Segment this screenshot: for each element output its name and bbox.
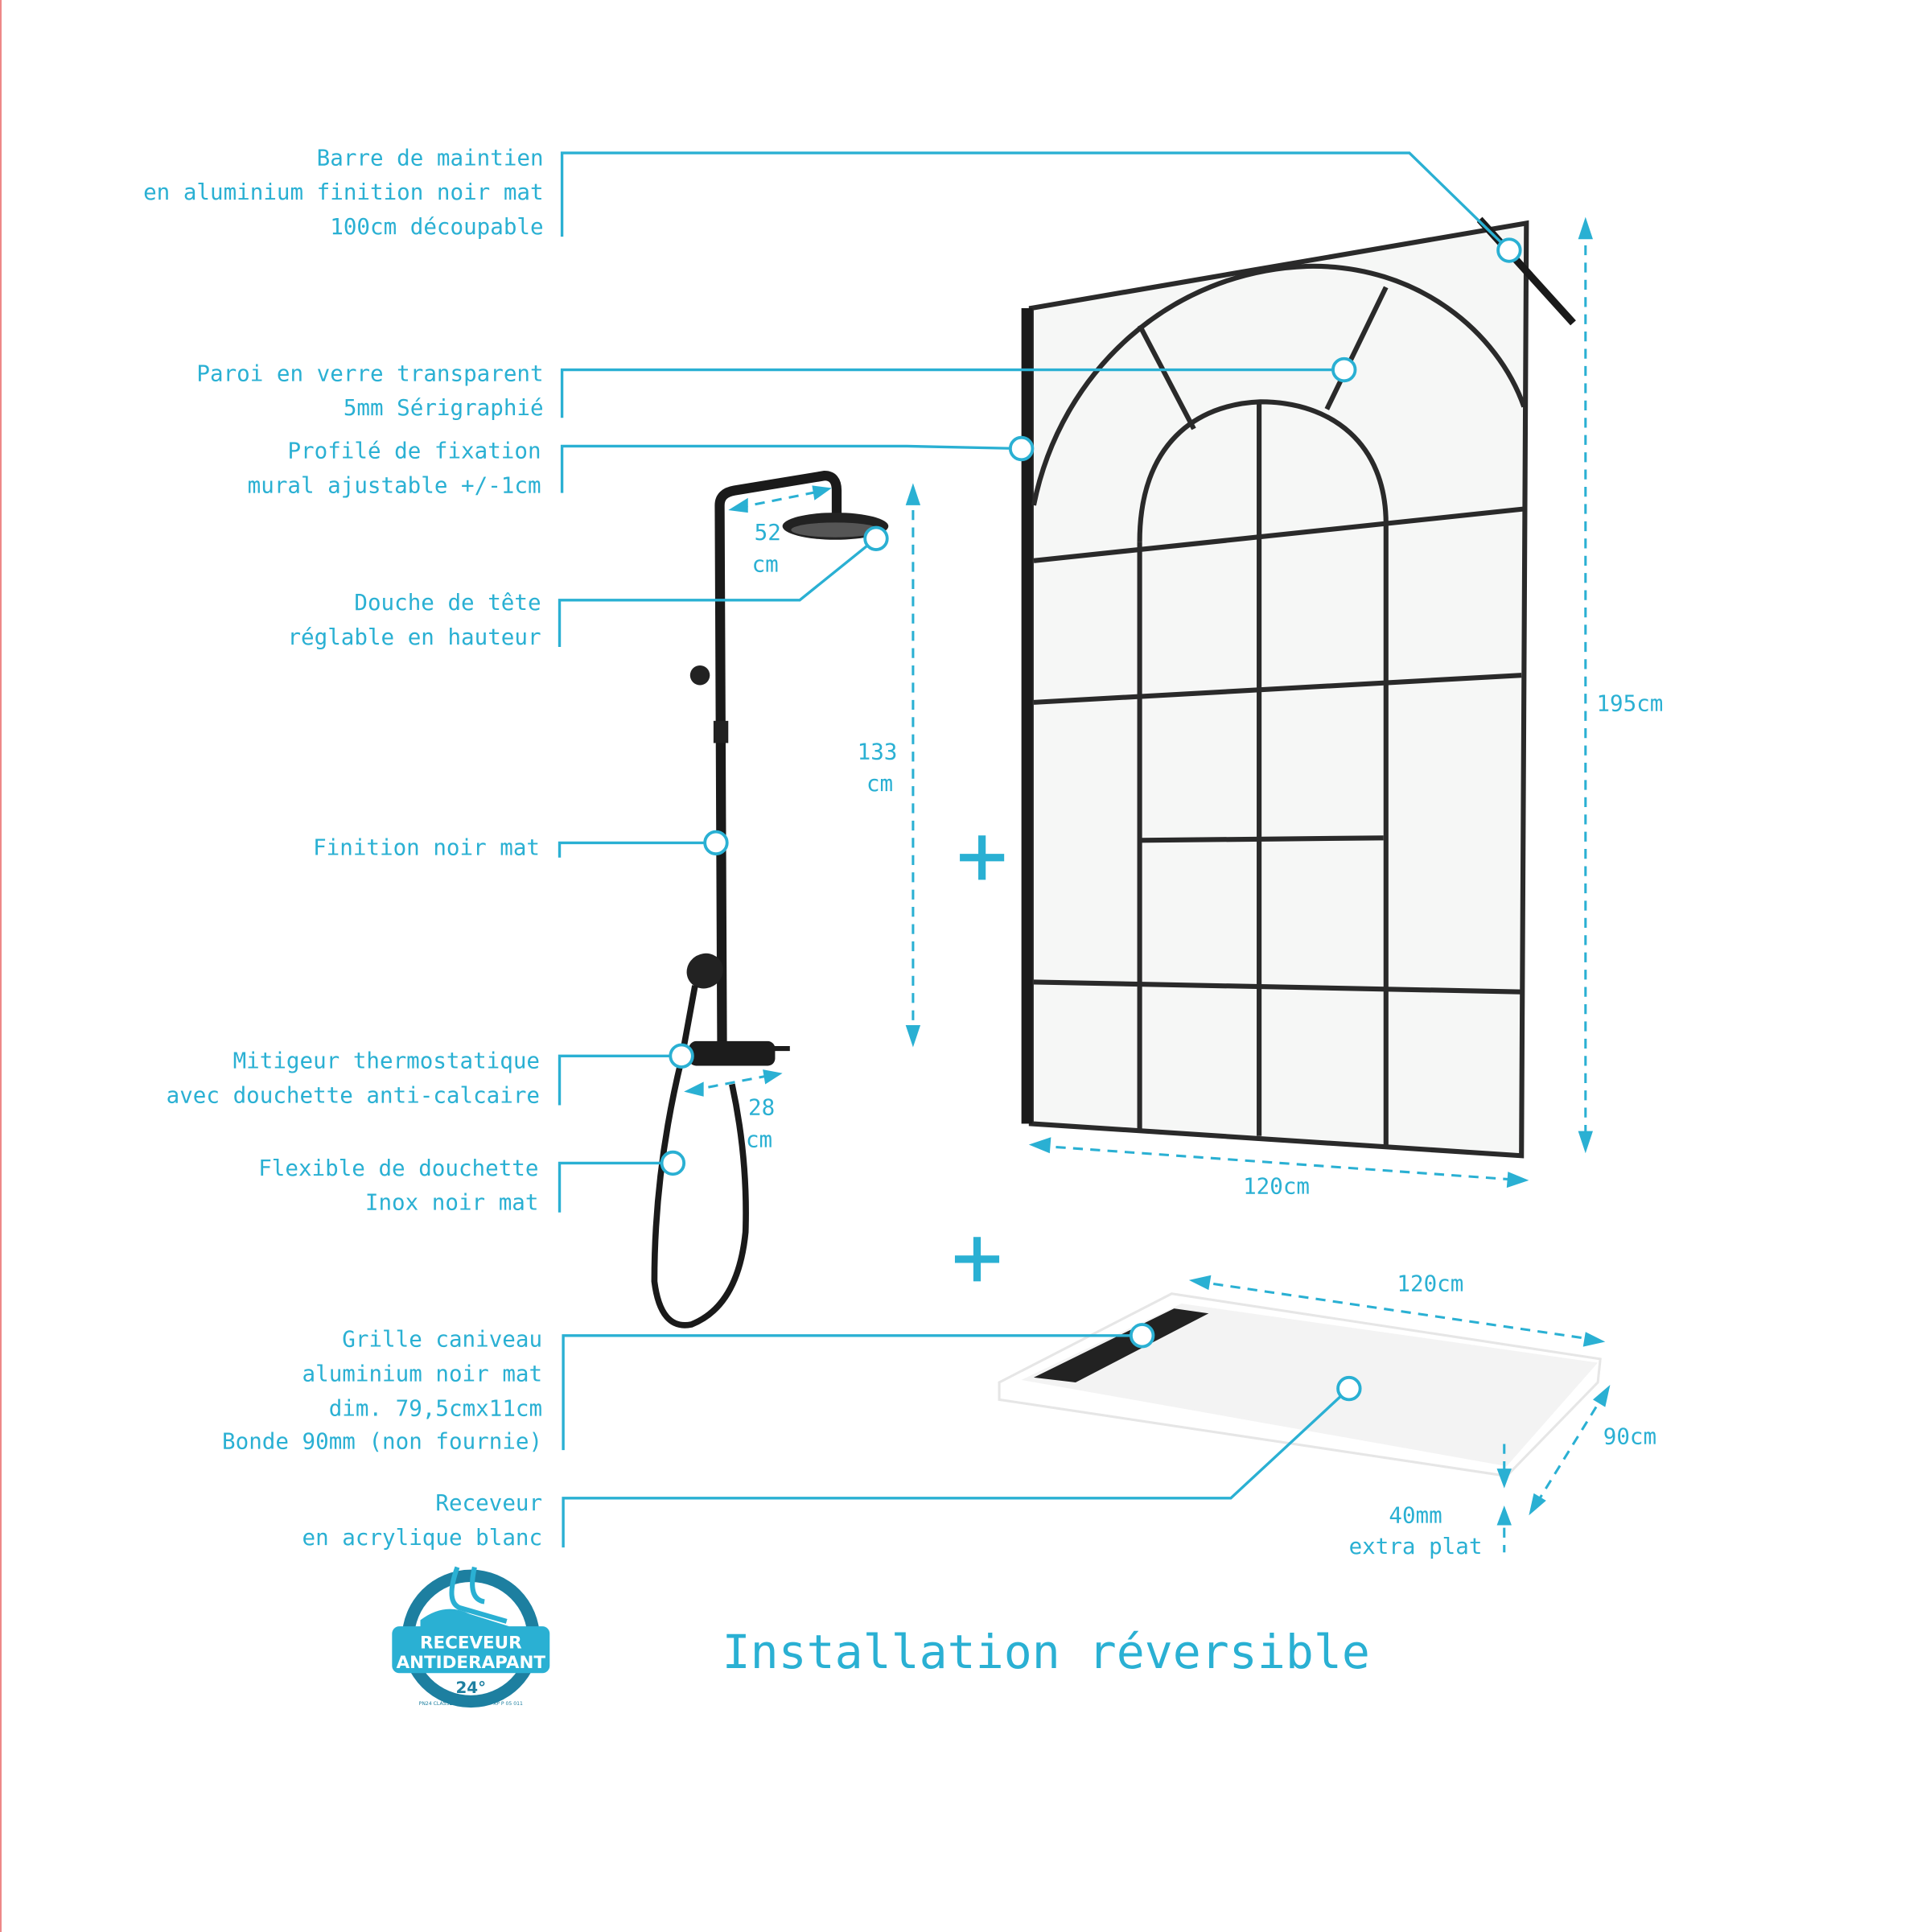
callout-barre: Barre de maintien en aluminium finition … [143,145,1522,263]
dim-tray-depth: 90cm [1603,1424,1656,1450]
svg-text:100cm découpable: 100cm découpable [330,214,543,240]
callout-grille: Grille caniveau aluminium noir mat dim. … [222,1323,1155,1455]
dim-panel-height: 195cm [1596,691,1663,717]
dimension-lines [684,216,1611,1553]
plus-icon [954,1237,1000,1282]
callout-receveur: Receveur en acrylique blanc [302,1375,1362,1551]
dim-tray-thickness: 40mm [1389,1502,1442,1528]
svg-text:aluminium noir mat: aluminium noir mat [302,1361,543,1386]
svg-text:Grille caniveau: Grille caniveau [342,1327,542,1353]
callout-flexible: Flexible de douchette Inox noir mat [258,1150,686,1216]
svg-text:Mitigeur thermostatique: Mitigeur thermostatique [233,1048,540,1074]
dim-tray-length: 120cm [1397,1271,1463,1297]
glass-panel [1021,216,1576,1159]
svg-text:en acrylique blanc: en acrylique blanc [302,1525,543,1551]
callout-paroi: Paroi en verre transparent 5mm Sérigraph… [196,356,1357,421]
svg-text:Paroi en verre transparent: Paroi en verre transparent [196,360,543,386]
svg-text:24°: 24° [455,1679,486,1697]
dim-mixer-unit: cm [746,1127,772,1153]
svg-text:RECEVEUR: RECEVEUR [420,1633,522,1654]
dim-mixer-value: 28 [748,1095,775,1121]
svg-text:réglable en hauteur: réglable en hauteur [287,624,541,650]
svg-text:Flexible de douchette: Flexible de douchette [258,1155,538,1181]
svg-text:PN24 CLASSE C - DIN 51097 - XP: PN24 CLASSE C - DIN 51097 - XP P 05 011 [419,1701,523,1707]
installation-title: Installation réversible [722,1625,1370,1679]
svg-text:dim. 79,5cmx11cm: dim. 79,5cmx11cm [329,1395,542,1421]
svg-text:5mm Sérigraphié: 5mm Sérigraphié [344,395,544,421]
shower-tray [998,1292,1602,1477]
svg-text:mural ajustable +/-1cm: mural ajustable +/-1cm [248,473,541,499]
dim-tray-thickness-note: extra plat [1349,1534,1483,1559]
svg-text:Profilé de fixation: Profilé de fixation [287,439,541,464]
dim-head-unit: cm [752,552,779,578]
antislip-badge: RECEVEUR ANTIDERAPANT 24° PN24 CLASSE C … [392,1566,550,1708]
svg-text:Inox noir mat: Inox noir mat [365,1190,539,1216]
svg-text:Bonde 90mm (non fournie): Bonde 90mm (non fournie) [222,1429,542,1455]
drain-grate [1033,1308,1209,1382]
svg-text:avec douchette anti-calcaire: avec douchette anti-calcaire [167,1082,540,1108]
dim-head-value: 52 [755,520,781,546]
plus-icon [960,835,1005,880]
svg-text:Douche de tête: Douche de tête [354,590,541,616]
shower-column [651,471,889,1329]
svg-text:ANTIDERAPANT: ANTIDERAPANT [397,1653,546,1673]
svg-text:en aluminium finition noir mat: en aluminium finition noir mat [143,179,544,205]
callout-douche: Douche de tête réglable en hauteur [287,525,889,650]
callout-finition: Finition noir mat [313,830,729,861]
callout-mitigeur: Mitigeur thermostatique avec douchette a… [167,1043,694,1108]
wall-profile [1021,307,1033,1124]
svg-text:Receveur: Receveur [435,1490,542,1516]
dim-column-value: 133 [858,739,898,764]
svg-text:Finition noir mat: Finition noir mat [313,835,540,861]
dim-panel-width: 120cm [1243,1174,1310,1200]
dim-column-unit: cm [866,771,893,797]
callout-profile: Profilé de fixation mural ajustable +/-1… [248,435,1035,499]
svg-text:Barre de maintien: Barre de maintien [317,145,544,171]
